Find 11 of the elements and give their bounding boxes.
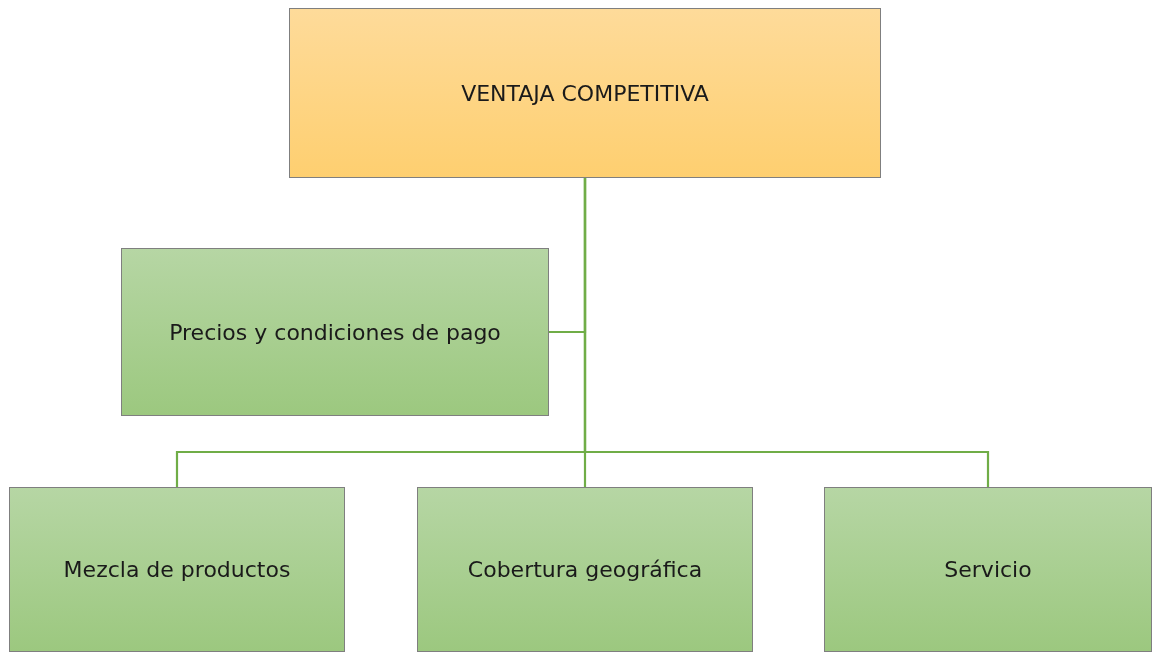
box-label: Precios y condiciones de pago (168, 319, 502, 345)
category-box (824, 487, 1152, 652)
category-box (417, 487, 753, 652)
title-box (289, 8, 881, 178)
connector-line (583, 178, 990, 487)
box-label: VENTAJA COMPETITIVA (460, 80, 710, 106)
category-box (9, 487, 345, 652)
category-box (121, 248, 549, 416)
box-label: Cobertura geográfica (466, 557, 704, 582)
box-label: Servicio (943, 557, 1033, 582)
box-label: Mezcla de productos (62, 557, 292, 582)
